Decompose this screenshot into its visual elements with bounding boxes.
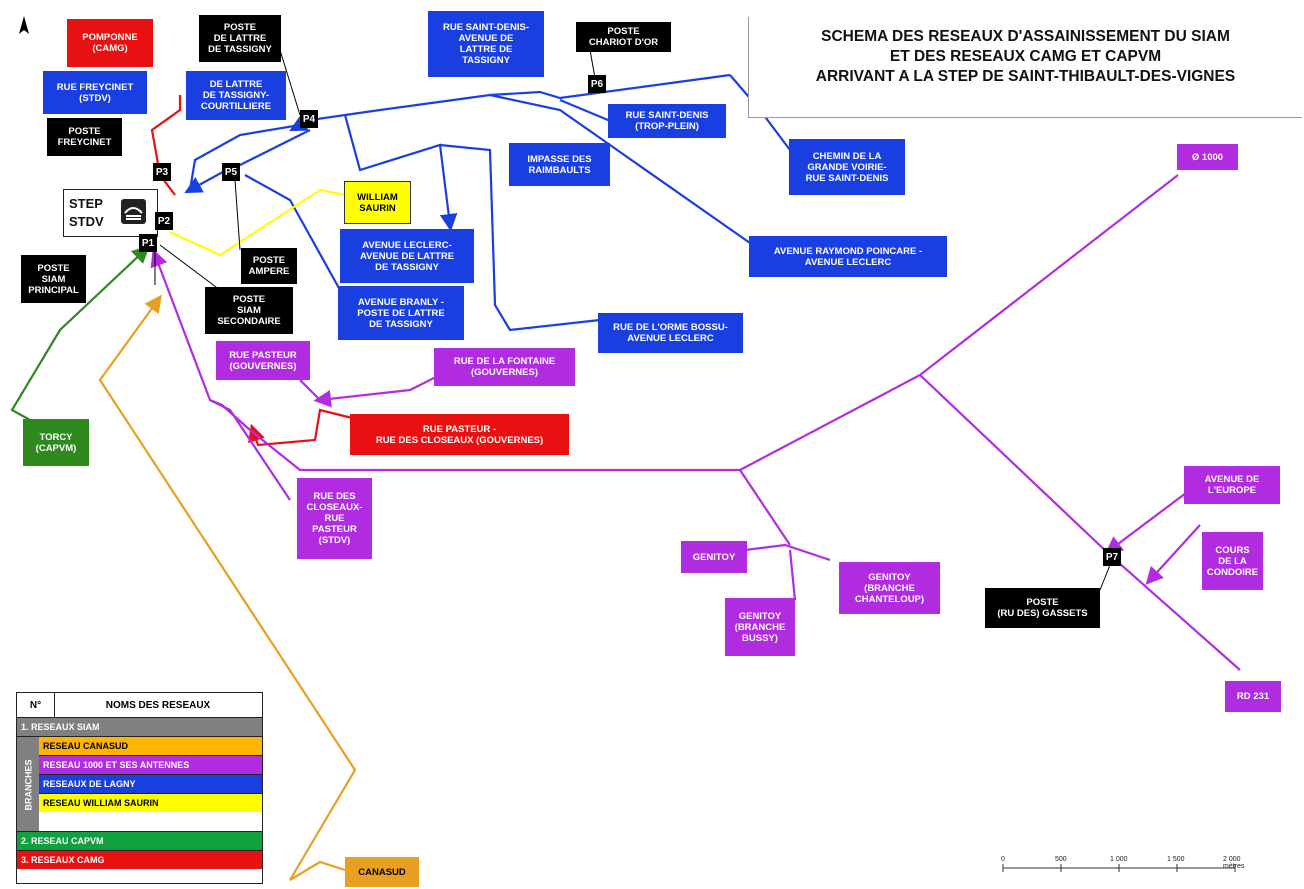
label-rd-231: RD 231 xyxy=(1225,681,1281,712)
label-rue-des-closeaux-pasteur: RUE DES CLOSEAUX- RUE PASTEUR (STDV) xyxy=(297,478,372,559)
node-p3: P3 xyxy=(153,163,171,181)
camg-line xyxy=(150,95,182,196)
label-canasud: CANASUD xyxy=(345,857,419,887)
north-arrow-icon xyxy=(18,14,30,38)
label-poste-siam-secondaire: POSTE SIAM SECONDAIRE xyxy=(205,287,293,334)
label-rue-saint-denis-delattre: RUE SAINT-DENIS- AVENUE DE LATTRE DE TAS… xyxy=(428,11,544,77)
label-poste-ampere: POSTE AMPERE xyxy=(241,248,297,284)
legend-row-canasud: RESEAU CANASUD xyxy=(39,736,262,755)
label-cours-de-la-condoire: COURS DE LA CONDOIRE xyxy=(1202,532,1263,590)
node-p5: P5 xyxy=(222,163,240,181)
node-p2: P2 xyxy=(155,212,173,230)
label-rue-de-la-fontaine: RUE DE LA FONTAINE (GOUVERNES) xyxy=(434,348,575,386)
label-poste-delattre: POSTE DE LATTRE DE TASSIGNY xyxy=(199,15,281,62)
scale-tick-500: 500 xyxy=(1055,856,1067,863)
node-p7: P7 xyxy=(1103,548,1121,566)
legend-header-number: N° xyxy=(17,693,55,717)
scale-bar: 0 500 1 000 1 500 2 000 mètres xyxy=(995,856,1245,888)
node-p6: P6 xyxy=(588,75,606,93)
label-rue-pasteur-closeaux: RUE PASTEUR - RUE DES CLOSEAUX (GOUVERNE… xyxy=(350,414,569,455)
label-poste-chariot: POSTE CHARIOT D'OR xyxy=(576,22,671,52)
leader-lines xyxy=(154,49,1111,591)
legend-row-siam: 1. RESEAUX SIAM xyxy=(17,717,262,736)
label-delattre-courtilliere: DE LATTRE DE TASSIGNY- COURTILLIERE xyxy=(186,71,286,120)
camg-gouvernes-line xyxy=(248,408,361,447)
scale-tick-2000: 2 000 mètres xyxy=(1223,856,1245,870)
scale-tick-1000: 1 000 xyxy=(1110,856,1128,863)
canasud-line xyxy=(98,294,357,881)
label-genitoy: GENITOY xyxy=(681,541,747,573)
label-poste-freycinet: POSTE FREYCINET xyxy=(47,118,122,156)
label-genitoy-chanteloup: GENITOY (BRANCHE CHANTELOUP) xyxy=(839,562,940,614)
capvm-line xyxy=(10,245,150,421)
legend-header-name: NOMS DES RESEAUX xyxy=(105,699,211,711)
scale-tick-1500: 1 500 xyxy=(1167,856,1185,863)
node-p1: P1 xyxy=(139,234,157,252)
step-stdv: STEP STDV xyxy=(63,189,158,237)
label-diameter-1000: Ø 1000 xyxy=(1177,144,1238,170)
label-impasse-raimbaults: IMPASSE DES RAIMBAULTS xyxy=(509,143,610,186)
label-poste-gassets: POSTE (RU DES) GASSETS xyxy=(985,588,1100,628)
label-pomponne: POMPONNE (CAMG) xyxy=(67,19,153,67)
label-avenue-de-l-europe: AVENUE DE L'EUROPE xyxy=(1184,466,1280,504)
legend: N° NOMS DES RESEAUX 1. RESEAUX SIAM BRAN… xyxy=(16,692,263,884)
legend-branches: BRANCHES xyxy=(17,736,39,832)
label-avenue-leclerc-delattre: AVENUE LECLERC- AVENUE DE LATTRE DE TASS… xyxy=(340,229,474,283)
label-poste-siam-principal: POSTE SIAM PRINCIPAL xyxy=(21,255,86,303)
label-rue-orme-bossu: RUE DE L'ORME BOSSU- AVENUE LECLERC xyxy=(598,313,743,353)
legend-row-camg: 3. RESEAUX CAMG xyxy=(17,850,262,869)
node-p4: P4 xyxy=(300,110,318,128)
label-william-saurin: WILLIAM SAURIN xyxy=(344,181,411,224)
label-rue-saint-denis-trop-plein: RUE SAINT-DENIS (TROP-PLEIN) xyxy=(608,104,726,138)
label-torcy: TORCY (CAPVM) xyxy=(23,419,89,466)
treatment-plant-icon xyxy=(121,199,146,224)
map-title: SCHEMA DES RESEAUX D'ASSAINISSEMENT DU S… xyxy=(815,28,1236,85)
step-label: STEP STDV xyxy=(69,196,104,229)
label-chemin-grande-voirie: CHEMIN DE LA GRANDE VOIRIE- RUE SAINT-DE… xyxy=(789,139,905,195)
legend-row-william-saurin: RESEAU WILLIAM SAURIN xyxy=(39,793,262,812)
legend-row-capvm: 2. RESEAU CAPVM xyxy=(17,831,262,850)
label-rue-freycinet: RUE FREYCINET (STDV) xyxy=(43,71,147,114)
label-rue-pasteur-gouvernes: RUE PASTEUR (GOUVERNES) xyxy=(216,341,310,380)
legend-branches-label: BRANCHES xyxy=(23,758,34,811)
label-avenue-raymond-poincare: AVENUE RAYMOND POINCARE - AVENUE LECLERC xyxy=(749,236,947,277)
label-avenue-branly: AVENUE BRANLY - POSTE DE LATTRE DE TASSI… xyxy=(338,286,464,340)
legend-row-lagny: RESEAUX DE LAGNY xyxy=(39,774,262,793)
label-genitoy-bussy: GENITOY (BRANCHE BUSSY) xyxy=(725,598,795,656)
william-saurin-line xyxy=(169,188,346,257)
scale-tick-0: 0 xyxy=(1001,856,1005,863)
title-box: SCHEMA DES RESEAUX D'ASSAINISSEMENT DU S… xyxy=(748,17,1302,118)
legend-row-1000: RESEAU 1000 ET SES ANTENNES xyxy=(39,755,262,774)
